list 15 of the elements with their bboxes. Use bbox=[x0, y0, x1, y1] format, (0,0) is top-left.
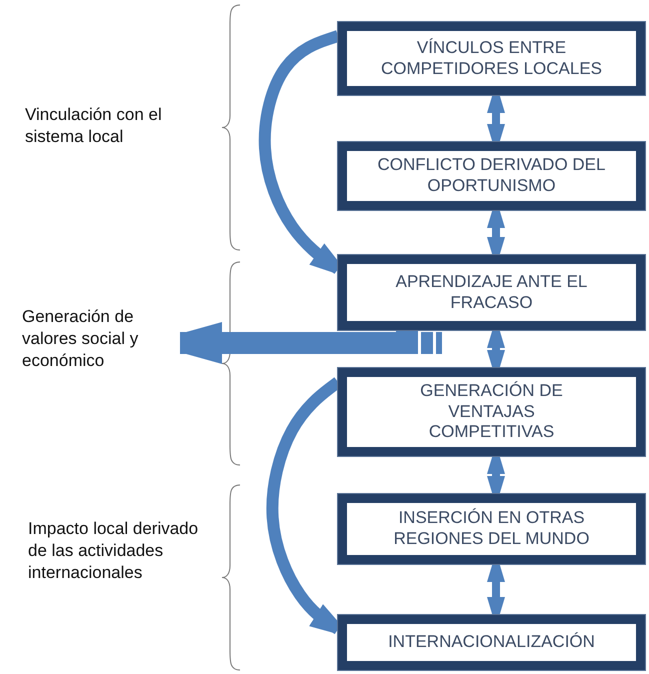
process-box bbox=[338, 368, 645, 456]
box-text: APRENDIZAJE ANTE EL FRACASO bbox=[394, 272, 588, 314]
process-box bbox=[338, 22, 645, 95]
process-box bbox=[338, 494, 645, 564]
process-box bbox=[338, 255, 645, 330]
box-text: VÍNCULOS ENTRE COMPETIDORES LOCALES bbox=[380, 38, 604, 80]
group-label: Impacto local derivado de las actividades internacionales bbox=[28, 518, 200, 584]
process-box bbox=[338, 142, 645, 210]
box-text: GENERACIÓN DE VENTAJAS COMPETITIVAS bbox=[419, 380, 564, 444]
box-text: CONFLICTO DERIVADO DEL OPORTUNISMO bbox=[376, 155, 606, 197]
process-box bbox=[338, 615, 645, 670]
box-text: INTERNACIONALIZACIÓN bbox=[388, 632, 595, 653]
box-text: INSERCIÓN EN OTRAS REGIONES DEL MUNDO bbox=[392, 508, 590, 550]
side-label: Generación de valores social y económico bbox=[22, 306, 140, 372]
group-label: Vinculación con el sistema local bbox=[25, 104, 163, 148]
